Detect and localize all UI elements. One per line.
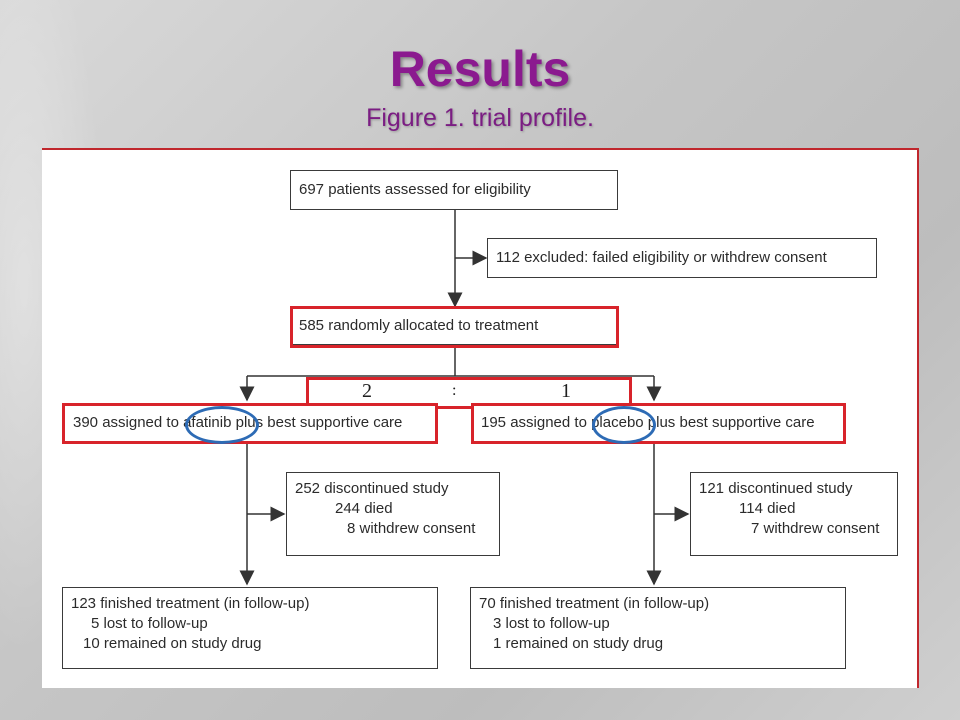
afatinib-withdrew: 8 withdrew consent	[347, 520, 476, 537]
flow-connectors	[239, 210, 690, 586]
placebo-finished-total: 70 finished treatment (in follow-up)	[479, 595, 710, 612]
afatinib-discontinued-box: 252 discontinued study 244 died 8 withdr…	[286, 472, 500, 556]
placebo-withdrew: 7 withdrew consent	[751, 520, 880, 537]
afatinib-lost: 5 lost to follow-up	[91, 615, 208, 632]
placebo-died: 114 died	[739, 500, 796, 517]
assessed-label: 697 patients assessed for eligibility	[299, 181, 531, 198]
afatinib-died: 244 died	[335, 500, 393, 517]
ratio-right: 1	[561, 380, 571, 402]
randomised-label: 585 randomly allocated to treatment	[299, 317, 539, 334]
assessed-box: 697 patients assessed for eligibility	[290, 170, 618, 210]
placebo-circle	[592, 406, 656, 444]
afatinib-finished-box: 123 finished treatment (in follow-up) 5 …	[62, 587, 438, 669]
excluded-box: 112 excluded: failed eligibility or with…	[487, 238, 877, 278]
slide-subtitle: Figure 1. trial profile.	[366, 104, 594, 132]
placebo-lost: 3 lost to follow-up	[493, 615, 610, 632]
afatinib-remained: 10 remained on study drug	[83, 635, 262, 652]
randomised-box: 585 randomly allocated to treatment	[290, 307, 618, 345]
afatinib-highlight	[62, 403, 438, 444]
afatinib-circle	[185, 406, 259, 444]
trial-profile-figure: 697 patients assessed for eligibility 11…	[42, 148, 919, 688]
ratio-highlight	[306, 377, 632, 409]
placebo-discontinued-box: 121 discontinued study 114 died 7 withdr…	[690, 472, 898, 556]
slide-title: Results	[389, 41, 571, 97]
randomised-highlight	[290, 306, 619, 348]
excluded-label: 112 excluded: failed eligibility or with…	[496, 249, 827, 266]
placebo-discontinued-total: 121 discontinued study	[699, 480, 853, 497]
placebo-finished-box: 70 finished treatment (in follow-up) 3 l…	[470, 587, 846, 669]
ratio-separator: :	[452, 382, 457, 399]
ratio-left: 2	[362, 380, 372, 402]
placebo-highlight	[471, 403, 846, 444]
afatinib-finished-total: 123 finished treatment (in follow-up)	[71, 595, 310, 612]
afatinib-discontinued-total: 252 discontinued study	[295, 480, 449, 497]
placebo-remained: 1 remained on study drug	[493, 635, 664, 652]
